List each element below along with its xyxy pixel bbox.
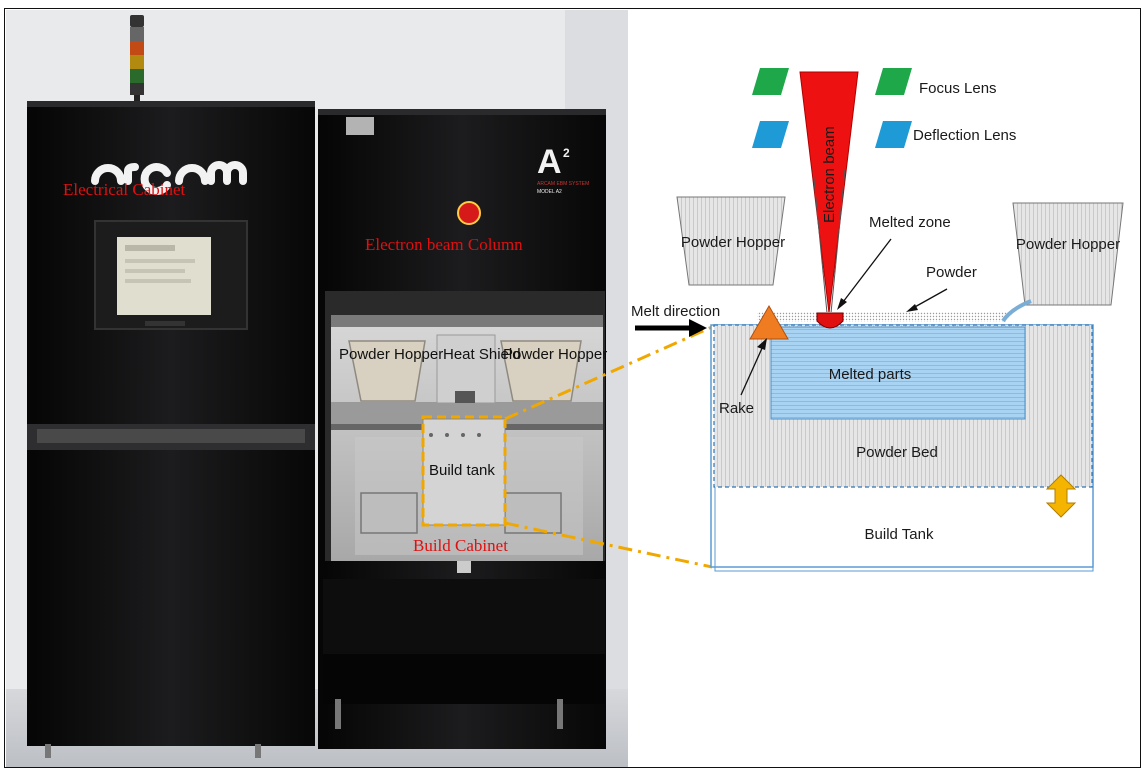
rake-icon bbox=[749, 304, 789, 340]
label-melted-zone: Melted zone bbox=[869, 214, 951, 231]
powder-hopper-right-icon bbox=[1012, 202, 1124, 306]
label-powder-hopper-right: Powder Hopper bbox=[1016, 236, 1120, 253]
photo-powder-hopper-right bbox=[500, 340, 582, 402]
connector-top bbox=[504, 325, 713, 421]
label-photo-build-tank: Build tank bbox=[429, 462, 495, 479]
label-powder: Powder bbox=[926, 264, 977, 281]
signal-tower bbox=[130, 15, 144, 103]
label-photo-powder-hopper-left: Powder Hopper bbox=[339, 346, 443, 363]
build-tank-highlight-box bbox=[421, 415, 507, 527]
label-rake: Rake bbox=[719, 400, 754, 417]
melted-parts bbox=[770, 326, 1026, 420]
powder-layer bbox=[757, 312, 1007, 322]
label-electrical-cabinet: Electrical Cabinet bbox=[63, 180, 186, 199]
melted-zone bbox=[816, 312, 844, 329]
ebm-schematic: Focus Lens Deflection Lens Electron beam… bbox=[631, 68, 1124, 572]
label-focus-lens: Focus Lens bbox=[919, 80, 997, 97]
label-electron-beam: Electron beam bbox=[821, 126, 838, 223]
figure-canvas: Electrical Cabinet A 2 ARCAM EBM SYSTEM … bbox=[6, 10, 1124, 767]
tray-right bbox=[504, 492, 562, 534]
model-mark: A bbox=[537, 143, 562, 181]
emergency-stop-button bbox=[457, 201, 481, 225]
label-deflection-lens: Deflection Lens bbox=[913, 127, 1016, 144]
deflection-lens-left-icon bbox=[752, 121, 789, 148]
label-melt-direction: Melt direction bbox=[631, 303, 720, 320]
label-melted-parts: Melted parts bbox=[829, 366, 912, 383]
control-monitor bbox=[94, 220, 248, 330]
label-build-cabinet: Build Cabinet bbox=[413, 536, 508, 555]
focus-lens-left-icon bbox=[752, 68, 789, 95]
connector-lines bbox=[504, 325, 713, 569]
machine-photo: Electrical Cabinet A 2 ARCAM EBM SYSTEM … bbox=[6, 10, 628, 767]
electron-beam bbox=[799, 71, 859, 314]
label-build-tank: Build Tank bbox=[865, 526, 934, 543]
connector-bottom bbox=[504, 521, 713, 569]
figure-frame: Electrical Cabinet A 2 ARCAM EBM SYSTEM … bbox=[4, 8, 1141, 768]
model-caption-1: ARCAM EBM SYSTEM bbox=[537, 181, 589, 187]
melt-direction-arrow-icon bbox=[689, 319, 707, 337]
deflection-lens-right-icon bbox=[875, 121, 912, 148]
model-caption-2: MODEL A2 bbox=[537, 189, 562, 195]
build-platform-double-arrow-icon bbox=[1045, 474, 1077, 518]
powder-hopper-left-icon bbox=[676, 196, 786, 286]
label-powder-hopper-left: Powder Hopper bbox=[681, 234, 785, 251]
label-heat-shield: Heat Shield bbox=[443, 346, 521, 363]
label-photo-powder-hopper-right: Powder Hopper bbox=[503, 346, 607, 363]
focus-lens-right-icon bbox=[875, 68, 912, 95]
label-powder-bed: Powder Bed bbox=[856, 444, 938, 461]
label-electron-beam-column: Electron beam Column bbox=[365, 235, 523, 254]
tray-left bbox=[360, 492, 418, 534]
model-superscript: 2 bbox=[563, 146, 570, 160]
electrical-cabinet-body bbox=[27, 101, 315, 746]
photo-powder-hopper-left bbox=[348, 340, 426, 402]
arcam-logo bbox=[91, 161, 247, 195]
